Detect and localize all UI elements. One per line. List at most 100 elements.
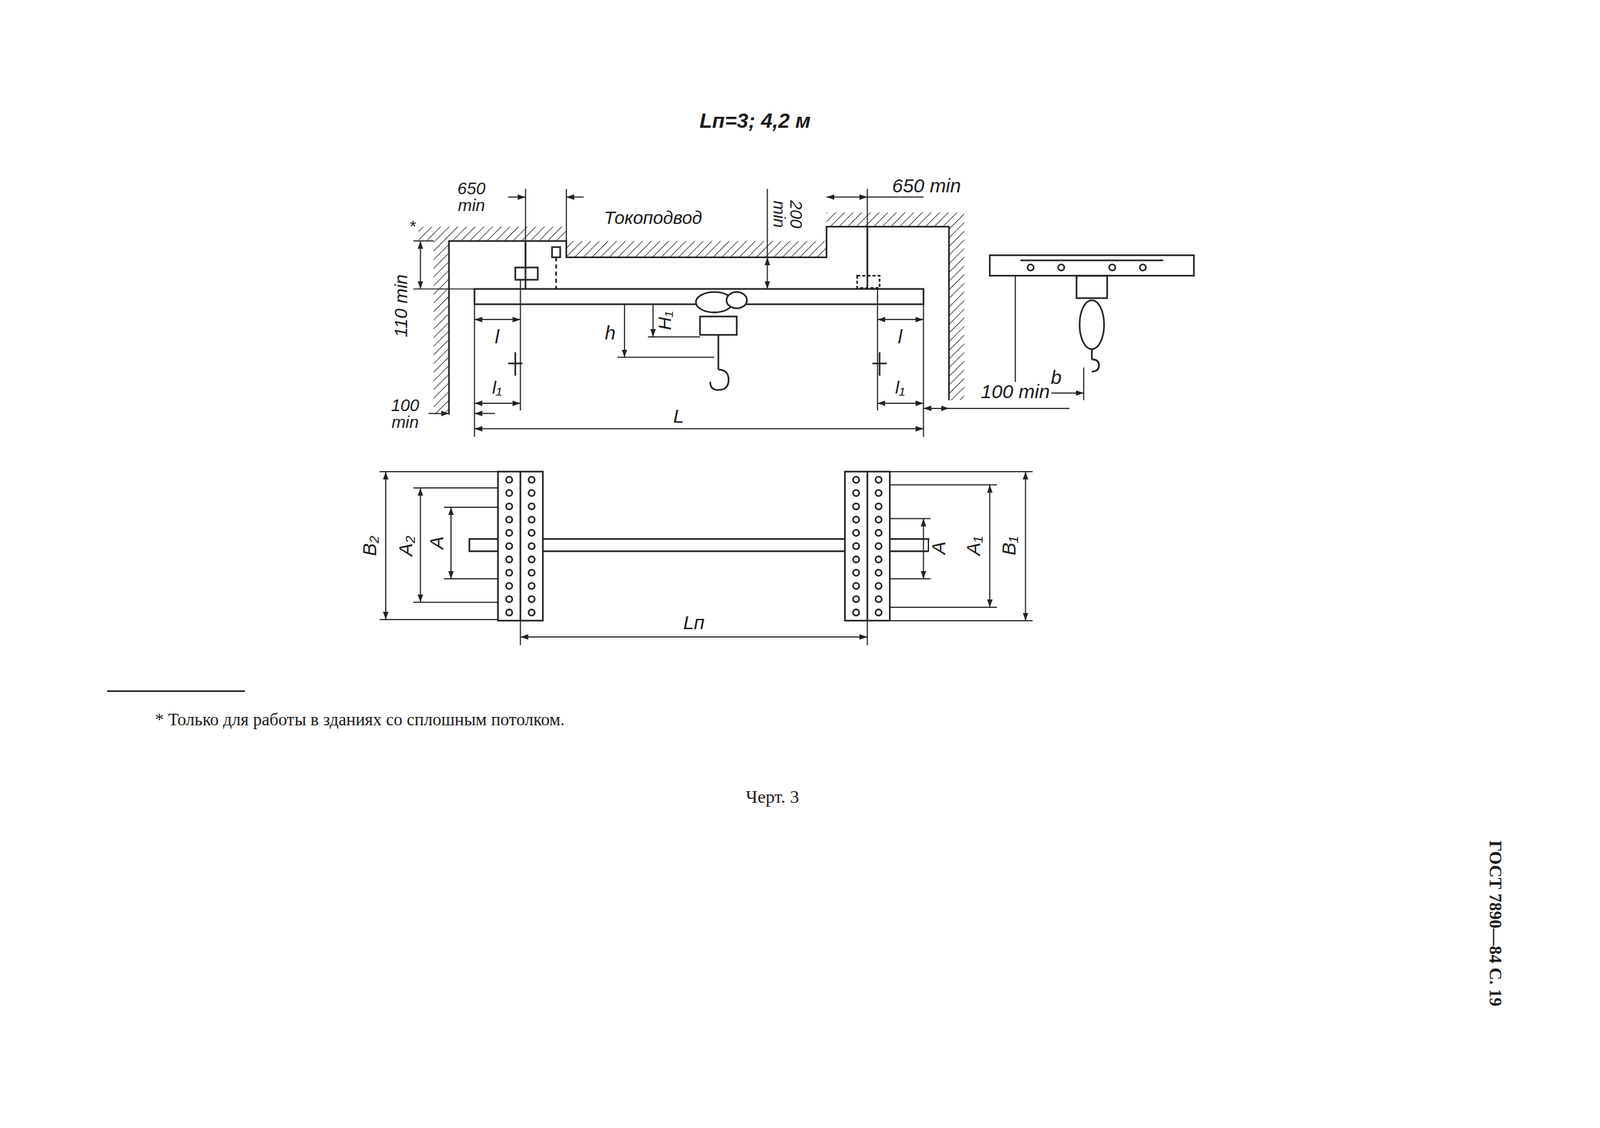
dimension-label: l [492,327,502,347]
bolt-holes-part [852,609,859,615]
bolt-holes-part [875,543,882,550]
building-structure-part [418,226,566,241]
dimension-lines-part [889,620,1033,622]
dimension-lines-part [420,487,422,602]
dimension-lines-part [474,402,520,404]
bolt-holes-part [528,489,535,496]
bolt-holes-part [852,556,859,562]
bolt-holes-part [505,556,512,562]
dimension-lines-part [647,336,700,338]
bolt-holes-part [505,489,512,496]
bolt-holes-part [528,543,535,550]
building-structure [418,212,964,415]
building-structure-part [433,240,450,415]
dimension-label: A₂ [396,533,416,558]
dimension-lines-part [520,620,522,646]
dimension-lines-part [617,356,715,359]
bolt-holes-part [875,476,882,483]
dimension-lines-part [379,470,498,473]
bolt-holes-part [528,516,535,522]
bolt-holes-part [875,569,882,576]
dimension-lines-part [520,280,522,411]
bolt-holes-part [528,476,535,483]
dimension-label: B₁ [999,534,1019,557]
bolt-holes-part [875,582,882,589]
page-number: ГОСТ 7890—84 С. 19 [1486,838,1504,1009]
bolt-holes-part [505,503,512,510]
bolt-holes-part [528,596,535,602]
dimension-label: l₁ [892,378,907,397]
side-view-part [1076,275,1108,299]
bolt-holes-part [505,529,512,536]
crane-elevation-part [717,334,720,370]
dimension-lines-part [566,196,584,199]
bolt-holes-part [528,503,535,510]
building-structure-part [949,226,965,400]
bolt-holes-part [852,529,859,536]
bolt-holes-part [852,543,859,550]
dimension-lines-part [413,288,475,290]
dimension-lines-part [385,471,387,620]
dimension-lines-part [889,518,931,520]
bolt-holes-part [852,582,859,589]
dimension-lines-part [826,196,868,199]
building-structure-part [449,226,950,415]
dimension-lines-part [989,484,991,608]
bolt-holes-part [528,569,535,576]
bolt-holes-part [875,516,882,522]
crane-elevation-part [515,267,539,280]
dimension-lines-part [877,318,924,320]
bolt-holes-part [875,529,882,536]
dimension-lines-part [413,487,499,489]
dimension-label: 100 min [383,396,427,431]
dimension-label: 650 min [890,176,964,196]
dimension-lines-part [923,407,950,410]
dimension-label: l [896,327,905,347]
side-view-part [989,255,1194,277]
dimension-lines-part [867,189,869,276]
footnote-mark: * [407,218,418,235]
crane-elevation-part [726,291,748,308]
drawing-title: Lп=3; 4,2 м [697,110,813,131]
dimension-lines-part [474,303,476,437]
dimension-lines-part [767,257,769,290]
crane-elevation-part [552,247,561,258]
bolt-holes-part [875,609,882,615]
bolt-holes-part [852,516,859,522]
side-view-part [1090,349,1093,360]
bolt-holes-part [852,476,859,483]
dimension-label: A [427,534,447,551]
figure-caption: Черт. 3 [743,787,801,806]
side-view-part [1020,259,1164,262]
dimension-lines-part [923,518,925,579]
bolt-holes-part [505,596,512,602]
dimension-lines-part [623,303,626,357]
dimension-lines-part [652,303,654,337]
bolt-holes [505,476,882,616]
bolt-holes-part [852,596,859,602]
footnote-rule-part [107,690,246,693]
dimension-lines-part [1083,367,1085,401]
dimension-label: H₁ [656,309,675,332]
dimension-lines-part [474,428,924,430]
dimension-label: 110 min [392,272,411,340]
footnote-rule [107,690,246,693]
dimension-lines-part [889,470,1033,473]
bolt-holes-part [528,529,535,536]
dimension-lines-part [474,318,520,320]
side-view-part [1027,264,1034,271]
footnote-text: * Только для работы в зданиях со сплошны… [152,710,567,729]
crane-elevation [474,226,924,390]
dimension-lines-part [508,196,526,199]
dimension-lines-part [379,618,498,620]
crane-elevation-part [710,369,729,391]
crane-plan [469,471,930,621]
dimension-label: l₁ [490,378,504,397]
dimension-lines-part [923,303,925,437]
dimension-lines-part [520,636,868,638]
dimension-lines-part [877,402,924,404]
dimension-lines-part [889,606,997,608]
side-view-part [1140,264,1146,271]
side-view-part [1079,300,1104,350]
